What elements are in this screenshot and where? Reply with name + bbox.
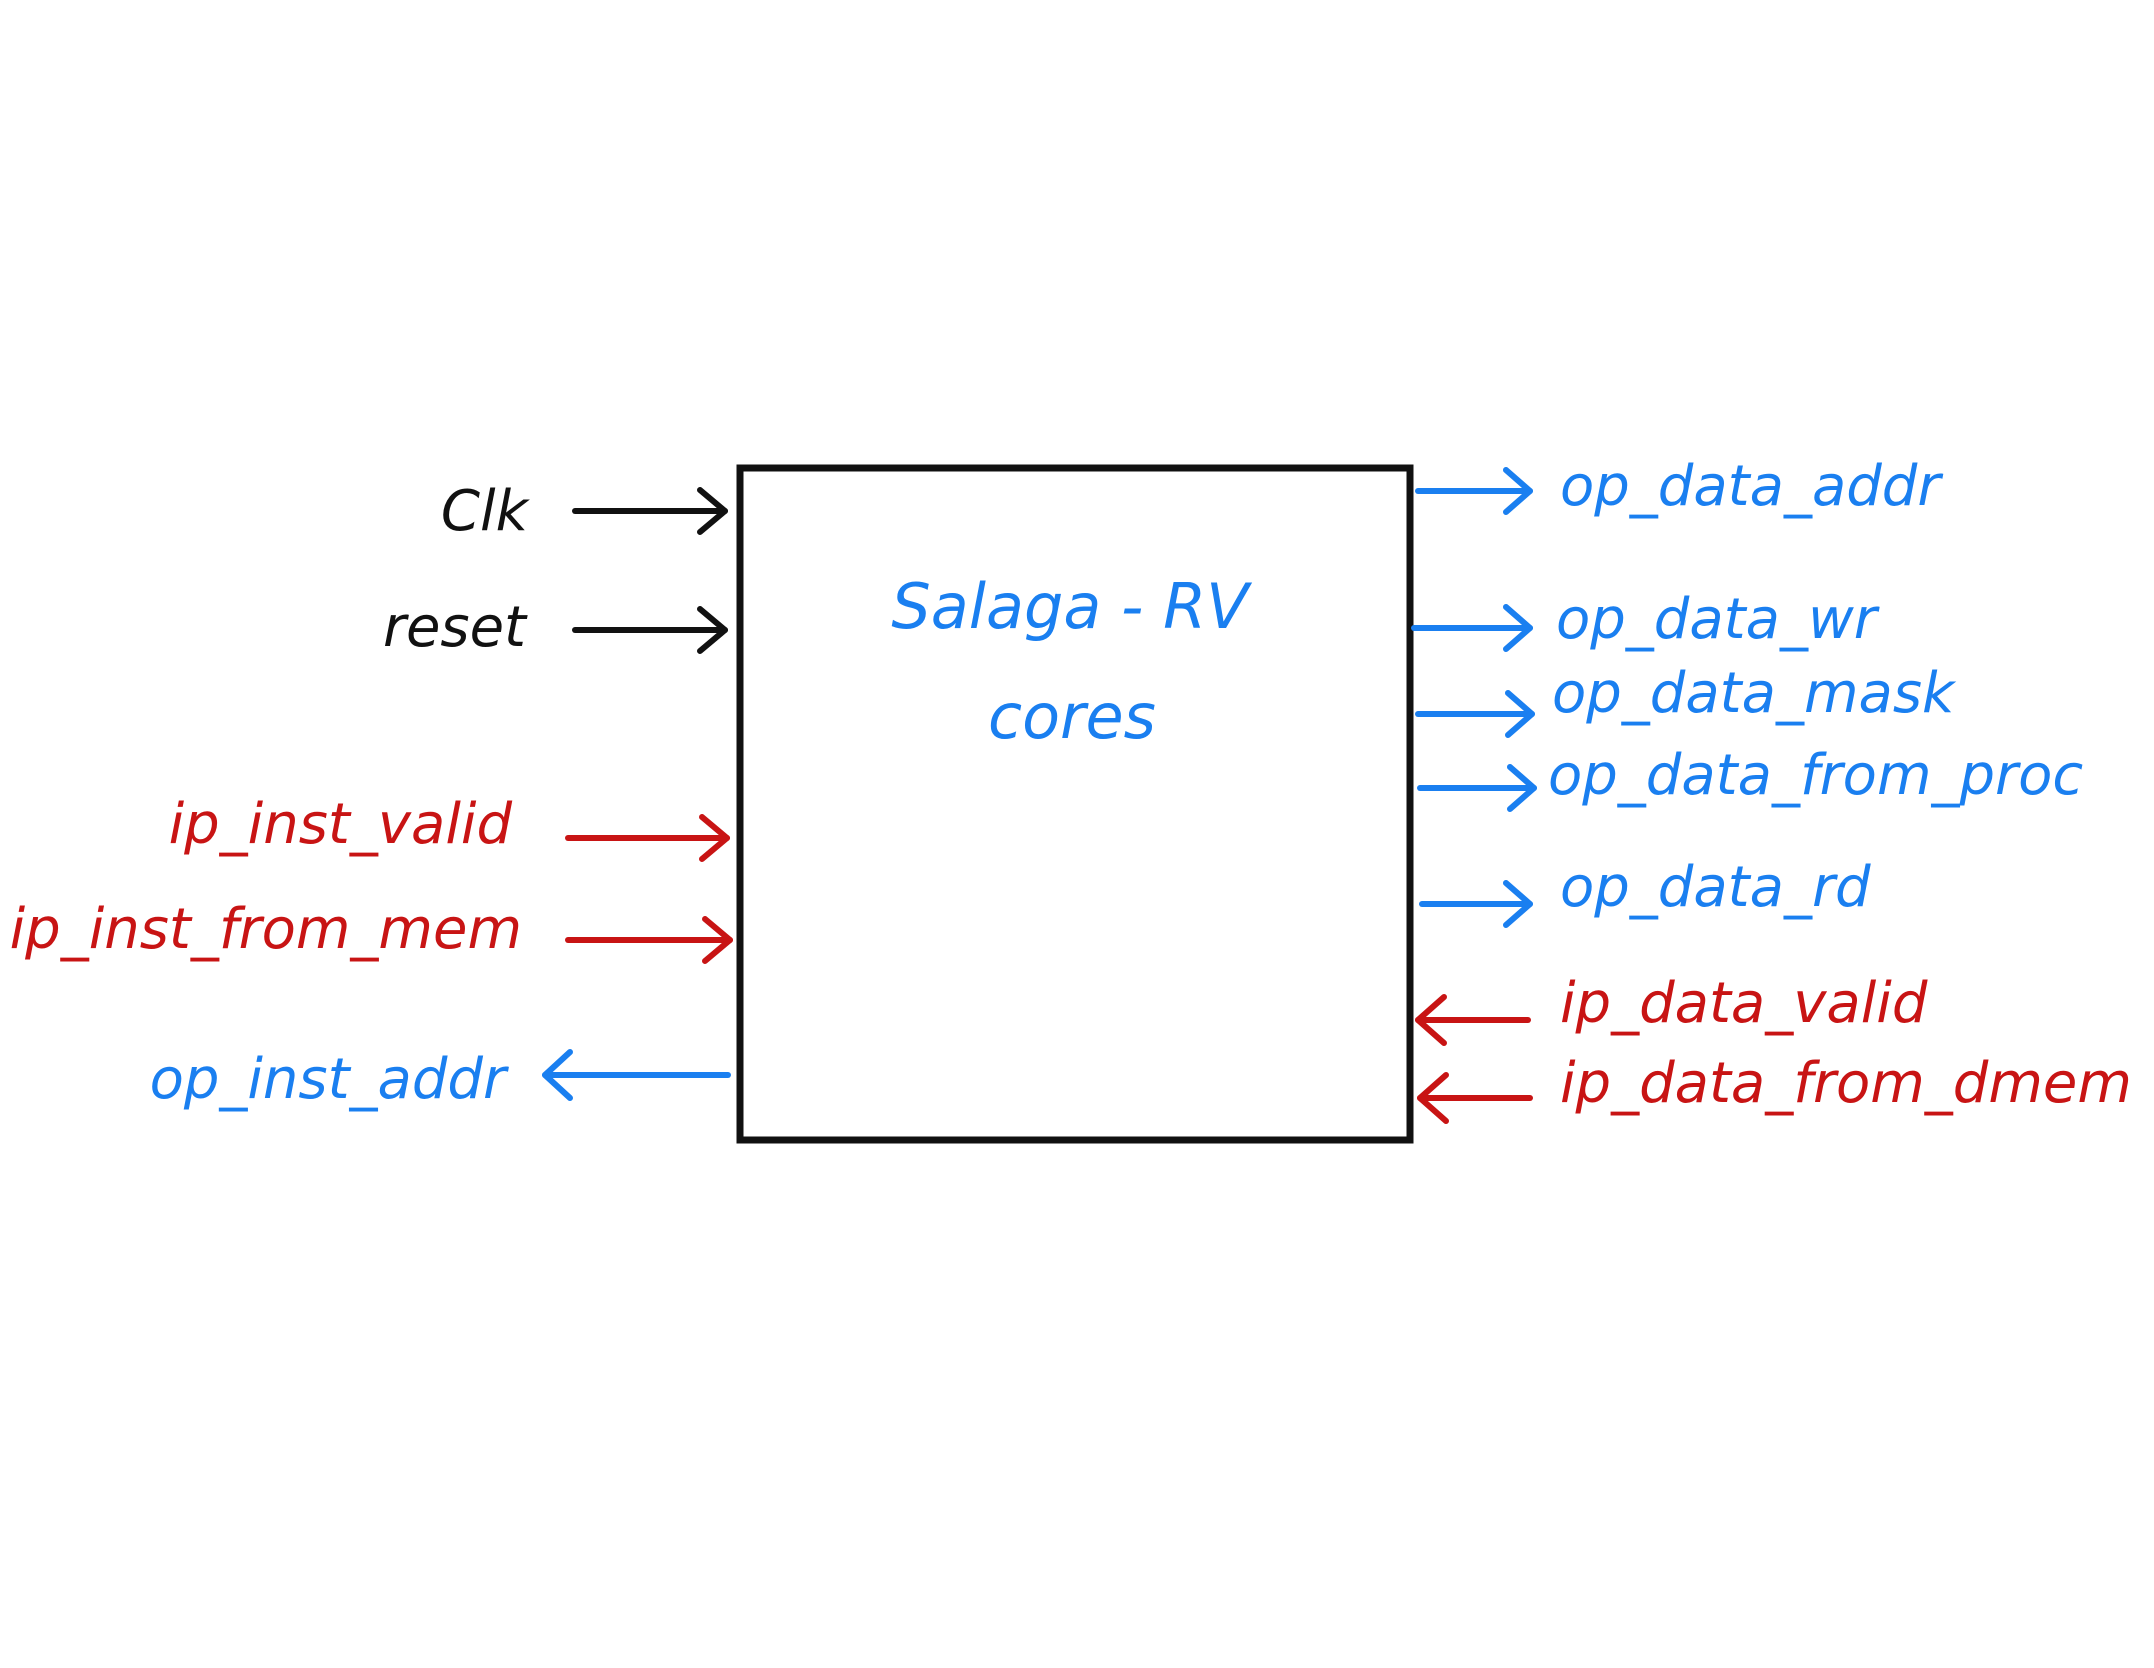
signal-ip-data-from-dmem-label: ip_data_from_dmem (1560, 1051, 2132, 1116)
signal-op-inst-addr-arrow (542, 1049, 731, 1101)
signal-op-data-rd-label: op_data_rd (1560, 855, 1871, 920)
signal-op-data-addr-label: op_data_addr (1560, 454, 1943, 519)
signal-ip-inst-valid-arrow (565, 814, 730, 862)
signal-ip-inst-from-mem-arrow (565, 916, 733, 964)
signal-reset-arrow (572, 606, 728, 654)
signal-op-data-wr-label: op_data_wr (1556, 587, 1880, 652)
block-subtitle: cores (988, 680, 1156, 753)
signal-ip-data-from-dmem-arrow (1417, 1072, 1533, 1124)
signal-clk-label: Clk (441, 479, 531, 544)
signal-ip-data-valid-arrow (1415, 994, 1531, 1046)
core-block (736, 464, 1414, 1144)
block-title: Salaga - RV (891, 570, 1253, 643)
signal-op-data-from-proc-label: op_data_from_proc (1548, 743, 2083, 808)
signal-ip-inst-valid-label: ip_inst_valid (169, 792, 513, 857)
signal-op-data-from-proc-arrow (1417, 764, 1537, 812)
signal-ip-data-valid-label: ip_data_valid (1560, 971, 1928, 1036)
signal-op-data-rd-arrow (1419, 880, 1533, 928)
signal-op-data-addr-arrow (1415, 467, 1533, 515)
signal-op-data-mask-label: op_data_mask (1552, 661, 1957, 726)
signal-clk-arrow (572, 487, 728, 535)
signal-op-inst-addr-label: op_inst_addr (150, 1047, 509, 1112)
signal-reset-label: reset (383, 595, 528, 660)
signal-op-data-wr-arrow (1411, 604, 1533, 652)
signal-op-data-mask-arrow (1415, 690, 1535, 738)
signal-ip-inst-from-mem-label: ip_inst_from_mem (10, 897, 522, 962)
